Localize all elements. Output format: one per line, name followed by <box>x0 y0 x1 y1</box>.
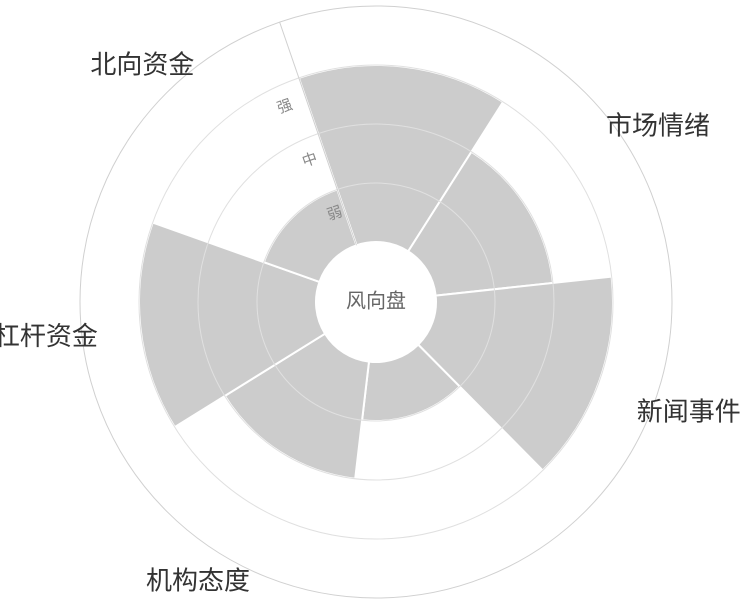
category-label-2: 市场情绪 <box>606 111 710 141</box>
level-label-2: 中 <box>300 149 320 171</box>
grid-ring-1 <box>256 182 496 422</box>
grid-ring-2 <box>197 123 555 481</box>
level-label-3: 强 <box>275 95 295 117</box>
category-label-3: 新闻事件 <box>637 398 741 428</box>
rings-layer <box>79 5 673 599</box>
category-label-6: 杠杆资金 <box>0 322 98 352</box>
center-hole <box>316 242 436 362</box>
level-label-1: 弱 <box>325 202 345 224</box>
category-label-5: 机构态度 <box>146 567 250 597</box>
grid-ring-4 <box>79 5 673 599</box>
radial-axis-line <box>279 21 357 246</box>
category-label-7: 北向资金 <box>90 51 194 81</box>
sectors-layer <box>138 64 614 480</box>
center-label: 风向盘 <box>346 289 406 313</box>
grid-ring-3 <box>138 64 614 540</box>
